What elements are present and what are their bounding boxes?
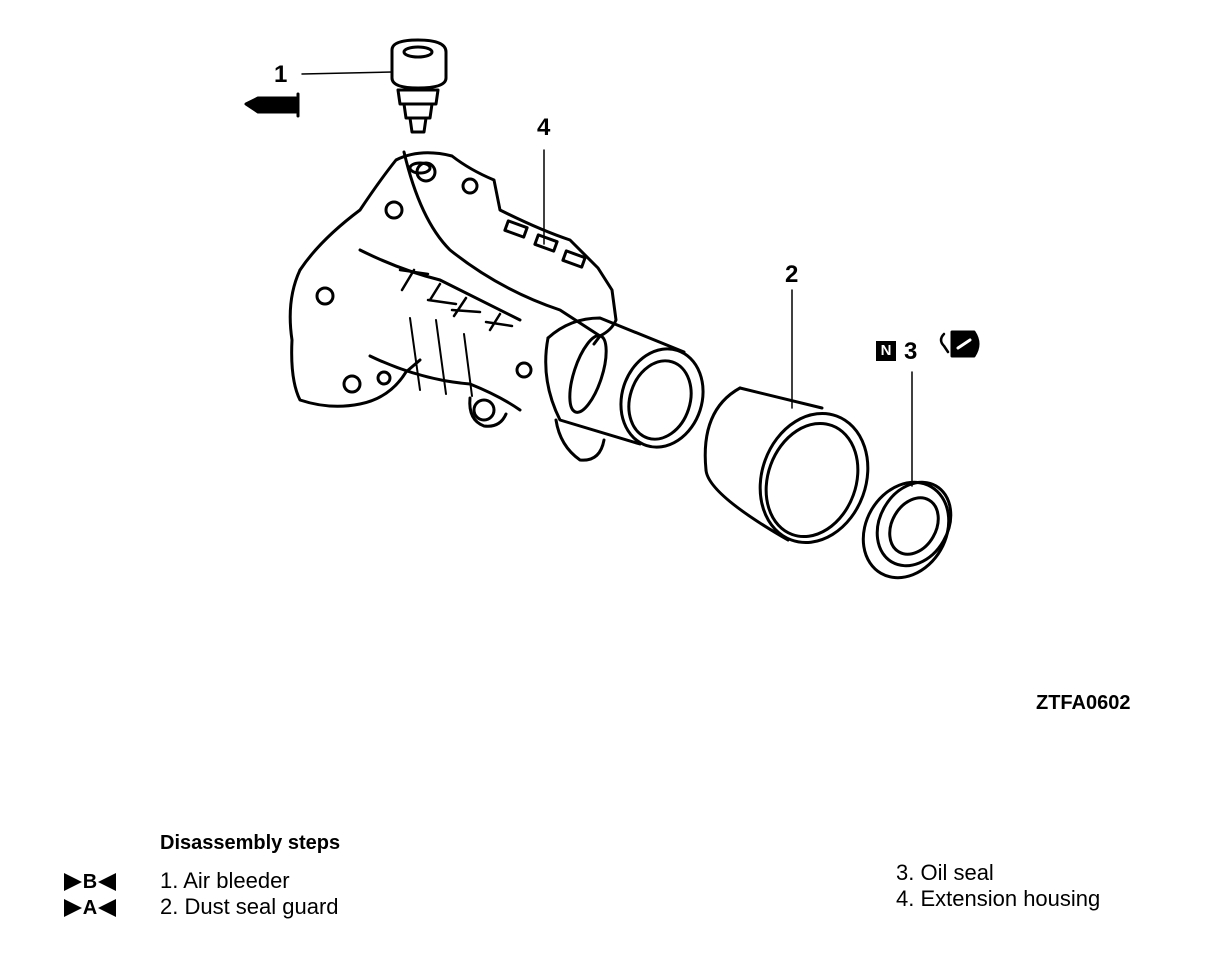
- section-marker-triangle-icon: [98, 873, 116, 891]
- step-1: 1. Air bleeder: [160, 868, 290, 893]
- extension-housing-part: [288, 150, 705, 462]
- new-part-badge: N: [876, 341, 896, 361]
- callout-1: 1: [274, 61, 288, 88]
- section-marker-triangle-icon: [98, 899, 116, 917]
- marker-letter-a: A: [82, 897, 98, 919]
- grease-application-icon: [244, 92, 300, 118]
- callout-4: 4: [537, 114, 551, 141]
- callout-2: 2: [785, 261, 799, 288]
- section-marker-triangle-icon: [64, 899, 82, 917]
- section-marker-triangle-icon: [64, 873, 82, 891]
- step-4: 4. Extension housing: [896, 886, 1101, 911]
- oil-seal-part: [861, 371, 953, 580]
- section-marker-b: B: [64, 871, 116, 893]
- dust-seal-guard-part: [703, 289, 870, 545]
- sealant-application-icon: [939, 330, 980, 358]
- callout-3: 3: [904, 338, 918, 365]
- section-marker-a: A: [64, 897, 116, 919]
- step-2: 2. Dust seal guard: [160, 894, 339, 919]
- step-3: 3. Oil seal: [896, 860, 994, 885]
- figure-code: ZTFA0602: [1036, 692, 1131, 714]
- disassembly-steps-title: Disassembly steps: [160, 832, 341, 854]
- marker-letter-b: B: [82, 871, 98, 893]
- air-bleeder-part: [301, 38, 448, 134]
